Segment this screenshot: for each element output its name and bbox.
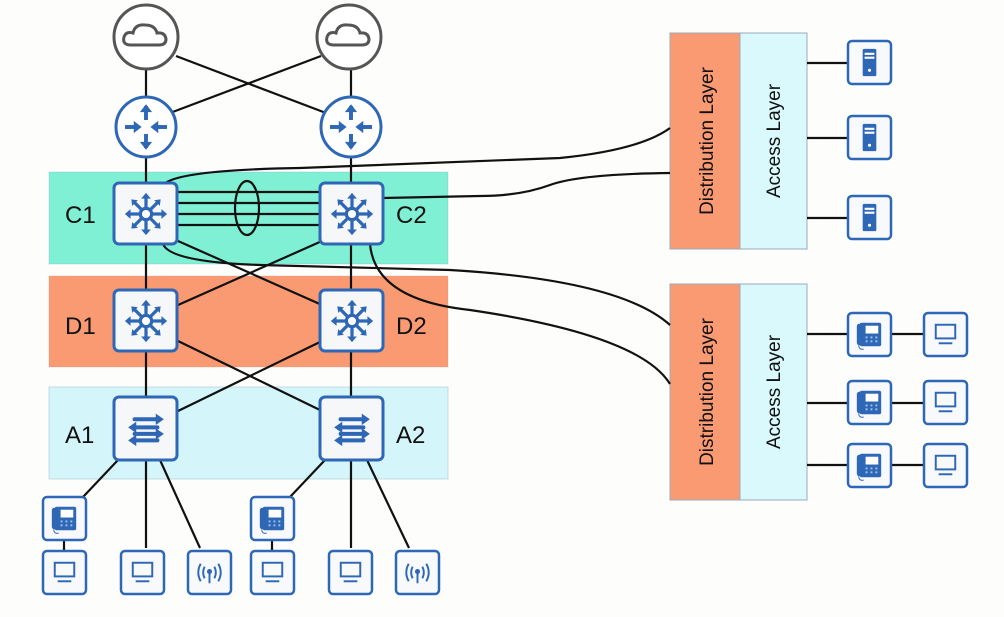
node-label: D2 <box>396 313 427 340</box>
core-switch-c2-icon[interactable] <box>318 181 385 246</box>
pc-icon[interactable] <box>119 549 166 596</box>
block1-access-layer <box>739 32 808 250</box>
etherchannel-bundle-icon <box>233 179 261 237</box>
distribution-switch-d2-icon[interactable] <box>318 288 385 353</box>
wireless-ap-icon[interactable] <box>186 549 233 596</box>
ip-phone-icon[interactable] <box>846 442 893 489</box>
core-layer-band <box>48 171 449 265</box>
server-icon[interactable] <box>846 114 893 161</box>
pc-icon[interactable] <box>249 549 296 596</box>
block2-distribution-layer <box>669 283 741 501</box>
server-icon[interactable] <box>846 39 893 86</box>
access-layer-band <box>48 386 449 480</box>
node-label: A1 <box>65 422 94 449</box>
cloud-icon <box>112 3 180 71</box>
pc-icon[interactable] <box>327 549 374 596</box>
links <box>62 54 924 551</box>
ip-phone-icon[interactable] <box>41 495 88 542</box>
block2-access-layer <box>739 283 808 501</box>
ip-phone-icon[interactable] <box>846 311 893 358</box>
cloud-icon <box>315 3 383 71</box>
node-label: D1 <box>65 313 96 340</box>
server-icon[interactable] <box>846 194 893 241</box>
wireless-ap-icon[interactable] <box>394 549 441 596</box>
ip-phone-icon[interactable] <box>846 379 893 426</box>
access-switch-a2-icon[interactable] <box>318 395 385 462</box>
node-label: C2 <box>396 202 427 229</box>
router-icon <box>319 95 383 159</box>
node-label: C1 <box>65 202 96 229</box>
node-label: A2 <box>396 422 425 449</box>
pc-icon[interactable] <box>41 549 88 596</box>
core-switch-c1-icon[interactable] <box>112 181 179 246</box>
block1-distribution-label: Distribution Layer <box>697 66 718 215</box>
router-icon <box>114 95 178 159</box>
block2-distribution-label: Distribution Layer <box>697 317 718 466</box>
distribution-layer-band <box>48 275 449 368</box>
block1-distribution-layer <box>669 32 741 250</box>
pc-icon[interactable] <box>922 379 969 426</box>
distribution-switch-d1-icon[interactable] <box>112 288 179 353</box>
block1-access-label: Access Layer <box>764 83 785 198</box>
pc-icon[interactable] <box>922 311 969 358</box>
pc-icon[interactable] <box>922 442 969 489</box>
ip-phone-icon[interactable] <box>249 495 296 542</box>
access-switch-a1-icon[interactable] <box>112 395 179 462</box>
block2-access-label: Access Layer <box>764 334 785 449</box>
